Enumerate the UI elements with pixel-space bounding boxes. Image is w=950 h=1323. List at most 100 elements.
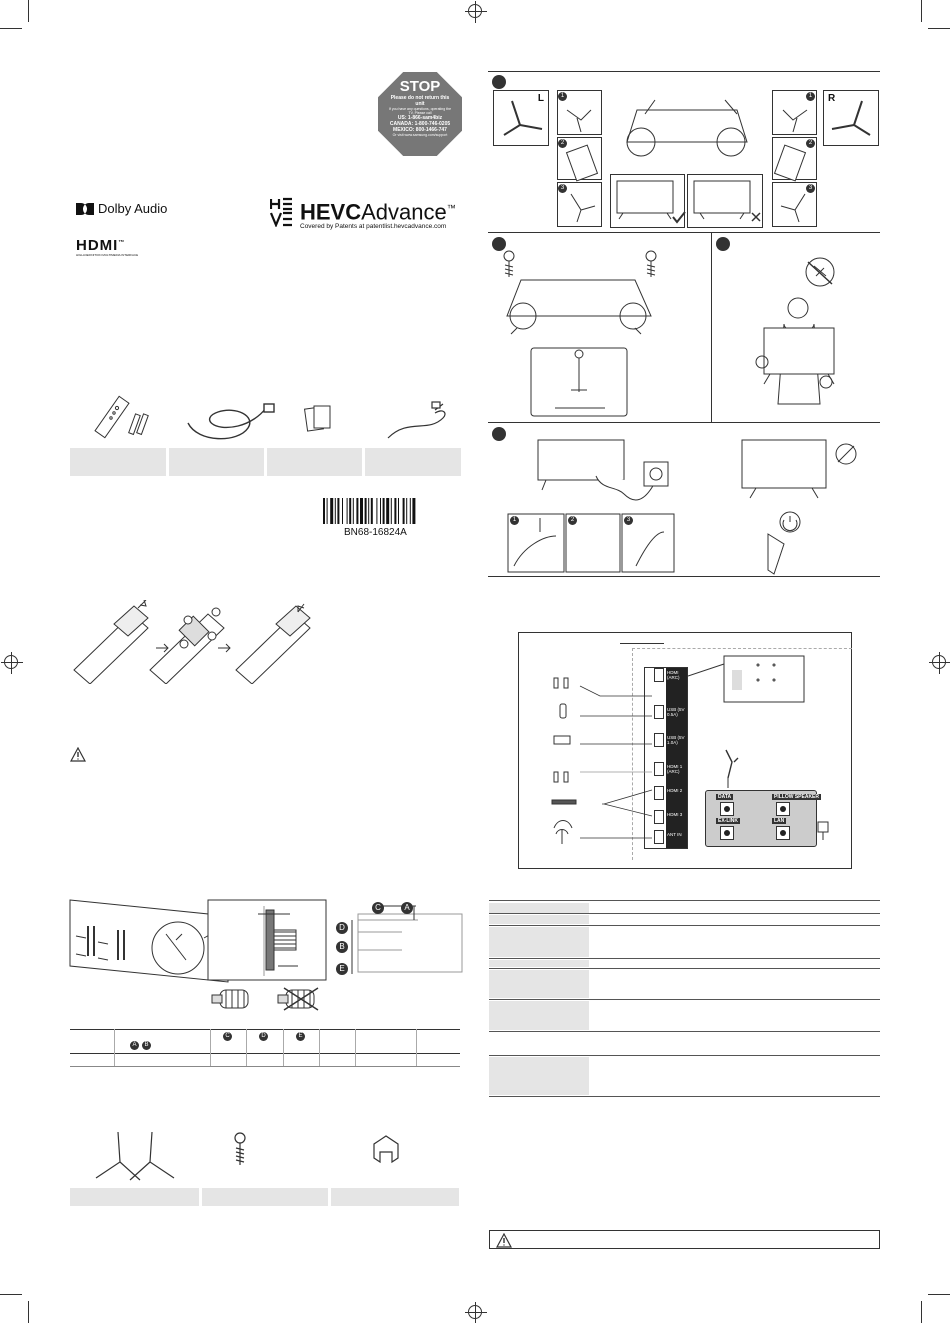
cable-routing-illustration xyxy=(507,439,857,575)
table-top-rule xyxy=(70,1029,460,1030)
lan-cable-icon xyxy=(817,821,829,840)
port-label: ANT IN xyxy=(667,832,682,837)
registration-mark-icon xyxy=(465,1302,487,1323)
crop-mark xyxy=(921,1301,922,1323)
section-1-marker xyxy=(492,75,506,89)
spec-row-rule xyxy=(489,999,880,1000)
barcode-bar xyxy=(326,498,328,524)
wall-mount-illustration xyxy=(69,899,463,1011)
step-number: 1 xyxy=(510,516,519,525)
stand-steps-illustration xyxy=(565,99,808,223)
tv-wrong-icon xyxy=(693,180,761,222)
section-3-marker xyxy=(716,237,730,251)
spec-row-rule xyxy=(489,1031,880,1032)
barcode-bar xyxy=(330,498,334,524)
stop-canada: CANADA: 1-800-746-0205 xyxy=(389,121,451,127)
stand-right-box: R xyxy=(823,90,879,146)
port-label: DATA xyxy=(716,794,734,800)
port-label: PILLOW SPEAKER xyxy=(772,794,822,800)
screw-attachment-illustration xyxy=(503,250,657,417)
stand-label-cell xyxy=(331,1188,459,1206)
barcode-bar xyxy=(376,498,378,524)
hevc-icon xyxy=(270,197,292,227)
panel-callout xyxy=(688,655,805,703)
port-jack-icon xyxy=(720,826,734,840)
barcode-bar xyxy=(394,498,397,524)
tv-correct-icon xyxy=(616,180,686,224)
hdmi-text: HDMI xyxy=(76,237,119,254)
barcode-text: BN68-16824A xyxy=(344,527,407,538)
section-rule xyxy=(488,576,880,577)
port-label: USB (5V 0.5A) xyxy=(667,707,685,717)
stop-title: STOP xyxy=(399,78,441,95)
spec-label-cell xyxy=(489,903,589,913)
port-connector xyxy=(654,705,664,719)
step-number: 1 xyxy=(806,92,815,101)
panel-strip xyxy=(666,667,688,849)
hdmi-tm: ™ xyxy=(118,240,126,246)
accessory-label-cell xyxy=(169,448,264,476)
barcode-bar xyxy=(342,498,343,524)
step-number: 3 xyxy=(806,184,815,193)
port-label: LAN xyxy=(772,818,787,824)
hdmi-logo: HDMI™ HIGH-DEFINITION MULTIMEDIA INTERFA… xyxy=(76,236,138,257)
spec-label-cell xyxy=(489,915,589,924)
spec-row-rule xyxy=(489,1096,880,1097)
step-number: 2 xyxy=(806,139,815,148)
barcode-bar xyxy=(398,498,399,524)
step-number: 2 xyxy=(558,139,567,148)
barcode-icon xyxy=(323,498,416,524)
port-label: HDMI 1 (ARC) xyxy=(667,764,683,774)
table-header-rule xyxy=(70,1053,460,1054)
spec-row-rule xyxy=(489,925,880,926)
barcode-bar xyxy=(370,498,373,524)
barcode-bar xyxy=(380,498,381,524)
stand-step-3-right xyxy=(772,182,817,227)
barcode-bar xyxy=(346,498,348,524)
dolby-icon xyxy=(76,202,94,215)
spec-row-rule xyxy=(489,900,880,901)
barcode-bar xyxy=(356,498,359,524)
table-column-divider xyxy=(246,1029,247,1066)
registration-mark-icon xyxy=(929,652,950,674)
barcode-bar xyxy=(390,498,392,524)
stop-sign: STOP Please do not return this unit If y… xyxy=(378,72,462,156)
table-letter-d: D xyxy=(259,1032,268,1041)
dimension-letter-d: D xyxy=(336,922,348,934)
hevc-note: Covered by Patents at patentlist.hevcadv… xyxy=(300,223,447,231)
spec-label-cell xyxy=(489,970,589,998)
section-rule xyxy=(488,71,880,72)
accessory-label-cell xyxy=(70,448,166,476)
section-rule xyxy=(488,422,880,423)
battery-insertion-illustration xyxy=(73,600,311,684)
stand-step-1-right xyxy=(772,90,817,135)
stop-subtitle: Please do not return this unit xyxy=(390,95,450,107)
table-letter-e: E xyxy=(296,1032,305,1041)
port-connector xyxy=(654,786,664,800)
crop-mark xyxy=(921,0,922,22)
barcode-bar xyxy=(337,498,340,524)
barcode-bar xyxy=(349,498,352,524)
caution-icon xyxy=(496,1233,512,1248)
panel-back-region xyxy=(632,648,852,860)
data-cable-plug-icon xyxy=(725,749,739,788)
port-connector xyxy=(654,668,664,682)
crop-mark xyxy=(28,0,29,22)
tv-wrong-orientation-box xyxy=(687,174,763,228)
port-label: HDMI 2 xyxy=(667,788,683,793)
dolby-logo: Dolby Audio xyxy=(76,201,167,216)
step-number: 1 xyxy=(558,92,567,101)
stand-left-box: L xyxy=(493,90,549,146)
dimension-letter-a: A xyxy=(401,902,413,914)
port-connector xyxy=(654,733,664,747)
port-label: HDMI (ARC) xyxy=(667,670,680,680)
table-column-divider xyxy=(114,1029,115,1066)
stand-right-letter: R xyxy=(828,93,836,104)
barcode-bar xyxy=(412,498,416,524)
table-column-divider xyxy=(210,1029,211,1066)
spec-label-cell xyxy=(489,927,589,957)
barcode-bar xyxy=(409,498,411,524)
port-jack-icon xyxy=(720,802,734,816)
port-label: USB (5V 1.0A) xyxy=(667,735,685,745)
stand-base-icon xyxy=(503,100,543,136)
